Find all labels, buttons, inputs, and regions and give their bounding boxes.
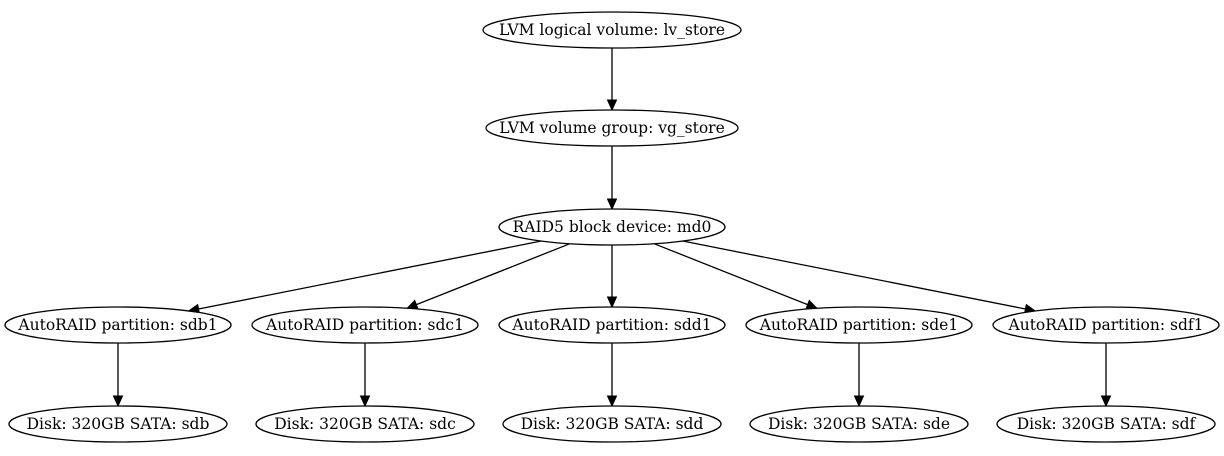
node-ellipse <box>996 405 1216 443</box>
edge-md0-to-sdc1 <box>405 243 571 310</box>
node-sdf1: AutoRAID partition: sdf1 <box>992 306 1220 344</box>
node-label: AutoRAID partition: sdc1 <box>265 316 464 334</box>
arrowhead-icon <box>1100 395 1112 408</box>
edge-sdd1-to-sdd <box>606 343 618 408</box>
node-label: AutoRAID partition: sde1 <box>759 316 958 334</box>
node-sdc: Disk: 320GB SATA: sdc <box>255 405 475 443</box>
node-ellipse <box>749 405 969 443</box>
arrowhead-icon <box>606 198 618 211</box>
node-label: LVM logical volume: lv_store <box>499 21 725 39</box>
node-sdd1: AutoRAID partition: sdd1 <box>498 306 726 344</box>
edge-line <box>653 243 808 306</box>
node-label: Disk: 320GB SATA: sde <box>768 415 950 433</box>
node-vg: LVM volume group: vg_store <box>485 109 739 147</box>
edge-md0-to-sdb1 <box>187 240 542 315</box>
arrowhead-icon <box>112 395 124 408</box>
arrowhead-icon <box>853 395 865 408</box>
arrowhead-icon <box>359 395 371 408</box>
edge-lv-to-vg <box>606 48 618 112</box>
node-label: RAID5 block device: md0 <box>513 218 712 236</box>
node-label: LVM volume group: vg_store <box>499 119 725 137</box>
node-sdf: Disk: 320GB SATA: sdf <box>996 405 1216 443</box>
edge-sde1-to-sde <box>853 343 865 408</box>
node-sdb: Disk: 320GB SATA: sdb <box>8 405 228 443</box>
node-sde: Disk: 320GB SATA: sde <box>749 405 969 443</box>
node-label: Disk: 320GB SATA: sdf <box>1017 415 1197 433</box>
node-label: AutoRAID partition: sdf1 <box>1008 316 1204 334</box>
arrowhead-icon <box>606 395 618 408</box>
arrowhead-icon <box>805 299 819 310</box>
node-ellipse <box>482 11 742 49</box>
arrowhead-icon <box>606 99 618 112</box>
edge-line <box>682 240 1026 310</box>
node-ellipse <box>485 109 739 147</box>
edge-line <box>198 240 542 310</box>
node-ellipse <box>255 405 475 443</box>
node-ellipse <box>8 405 228 443</box>
node-ellipse <box>4 306 232 344</box>
node-ellipse <box>502 405 722 443</box>
node-sde1: AutoRAID partition: sde1 <box>745 306 973 344</box>
node-ellipse <box>992 306 1220 344</box>
node-ellipse <box>745 306 973 344</box>
node-sdd: Disk: 320GB SATA: sdd <box>502 405 722 443</box>
node-md0: RAID5 block device: md0 <box>498 208 726 246</box>
node-label: Disk: 320GB SATA: sdb <box>27 415 210 433</box>
node-label: Disk: 320GB SATA: sdc <box>274 415 456 433</box>
node-sdb1: AutoRAID partition: sdb1 <box>4 306 232 344</box>
node-sdc1: AutoRAID partition: sdc1 <box>251 306 479 344</box>
edge-sdf1-to-sdf <box>1100 343 1112 408</box>
edge-md0-to-sdf1 <box>682 240 1037 315</box>
node-lv: LVM logical volume: lv_store <box>482 11 742 49</box>
arrowhead-icon <box>606 296 618 309</box>
arrowhead-icon <box>405 299 419 310</box>
node-label: AutoRAID partition: sdb1 <box>17 316 217 334</box>
edge-sdb1-to-sdb <box>112 343 124 408</box>
node-ellipse <box>498 306 726 344</box>
edge-line <box>416 243 571 306</box>
edge-vg-to-md0 <box>606 146 618 211</box>
node-ellipse <box>251 306 479 344</box>
node-label: AutoRAID partition: sdd1 <box>511 316 711 334</box>
edge-md0-to-sde1 <box>653 243 819 310</box>
node-ellipse <box>498 208 726 246</box>
edge-md0-to-sdd1 <box>606 245 618 309</box>
node-label: Disk: 320GB SATA: sdd <box>521 415 704 433</box>
edge-sdc1-to-sdc <box>359 343 371 408</box>
